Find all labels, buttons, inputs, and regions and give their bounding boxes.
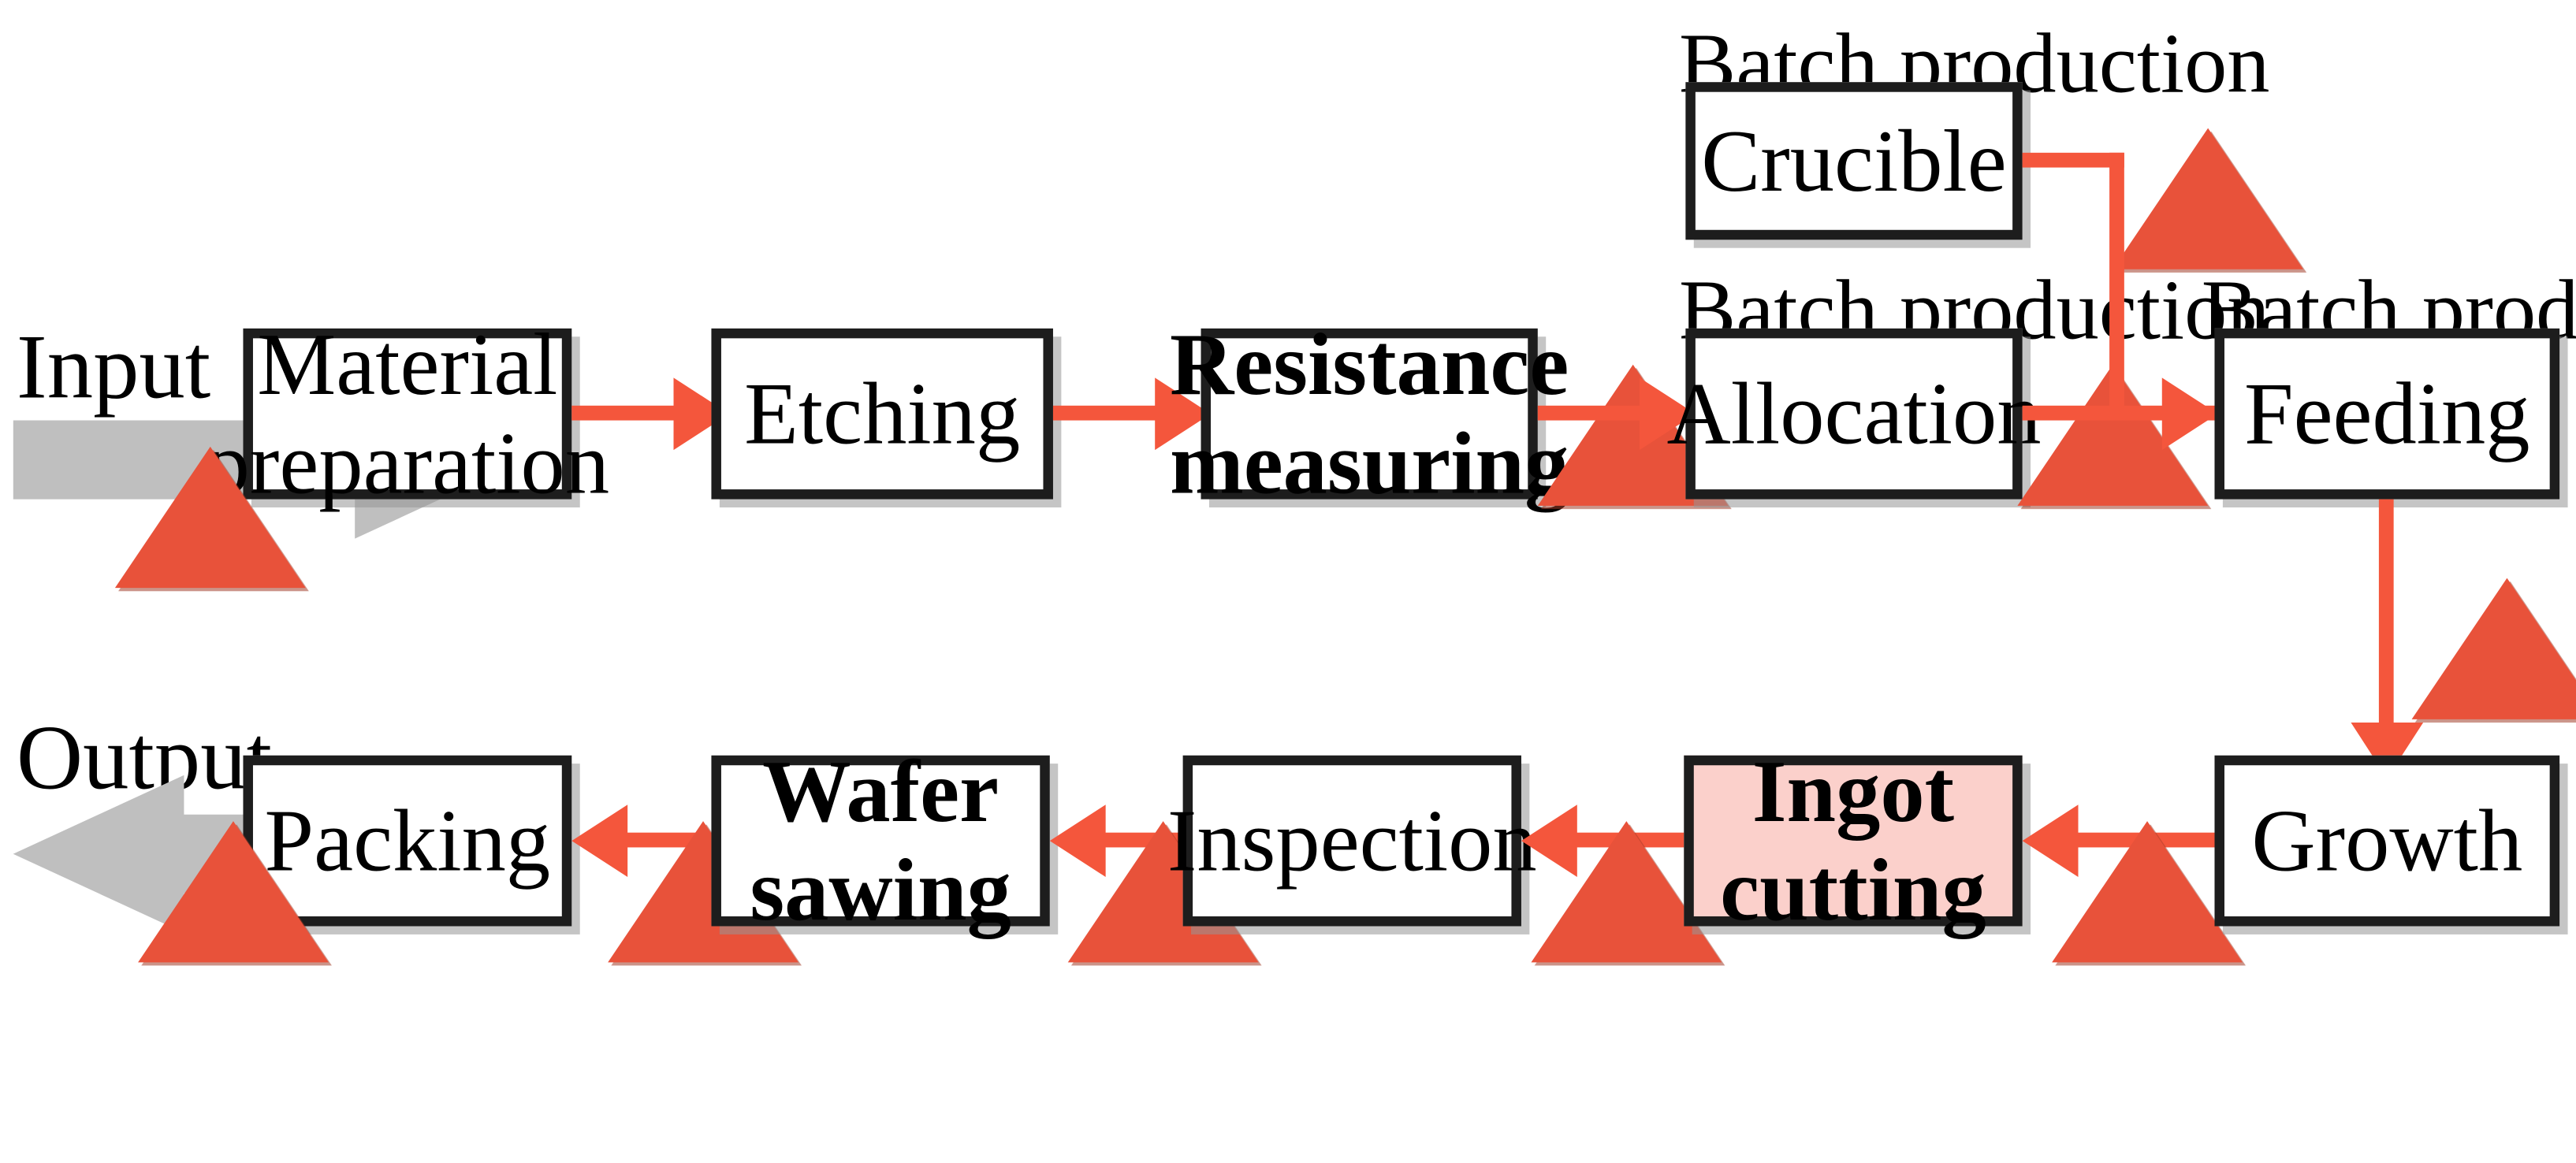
- flow-line-mp-etching: [571, 405, 680, 421]
- node-inspection[interactable]: Inspection: [1167, 755, 1537, 927]
- flow-line-resistance-allocation: [1537, 405, 1647, 421]
- node-feeding[interactable]: Feeding: [2214, 328, 2560, 500]
- node-label: Etching: [744, 364, 1021, 463]
- node-label: Allocation: [1666, 364, 2042, 463]
- arrowhead-icon-allocation-feeding: [2161, 377, 2218, 451]
- input-label: Input: [16, 317, 211, 419]
- buffer-icon-material-preparation: [114, 446, 306, 589]
- node-growth[interactable]: Growth: [2214, 755, 2560, 927]
- node-crucible[interactable]: Crucible: [1685, 82, 2023, 240]
- node-label: Resistance measuring: [1169, 314, 1569, 513]
- node-etching[interactable]: Etching: [711, 328, 1053, 500]
- buffer-icon-packing: [138, 821, 329, 963]
- node-label: Feeding: [2243, 364, 2530, 463]
- node-resistance-measuring[interactable]: Resistance measuring: [1170, 314, 1569, 512]
- output-label: Output: [16, 708, 273, 810]
- node-allocation[interactable]: Allocation: [1666, 328, 2042, 500]
- node-wafer-sawing[interactable]: Wafer sawing: [711, 741, 1050, 939]
- flow-line-feeding-growth: [2378, 499, 2394, 743]
- node-ingot-cutting[interactable]: Ingot cutting: [1684, 741, 2023, 939]
- buffer-icon-growth-out: [2052, 821, 2243, 963]
- buffer-icon-feeding: [2411, 578, 2576, 719]
- buffer-icon-crucible: [2113, 128, 2304, 269]
- flow-line-crucible-right: [2022, 152, 2124, 168]
- node-label: Ingot cutting: [1720, 741, 1986, 940]
- node-label: Inspection: [1167, 791, 1537, 890]
- flow-line-etching-resistance: [1052, 405, 1162, 421]
- flow-line-crucible-down: [2109, 152, 2124, 413]
- node-label: Crucible: [1701, 111, 2007, 210]
- node-label: Growth: [2251, 791, 2523, 890]
- node-label: Wafer sawing: [750, 741, 1011, 940]
